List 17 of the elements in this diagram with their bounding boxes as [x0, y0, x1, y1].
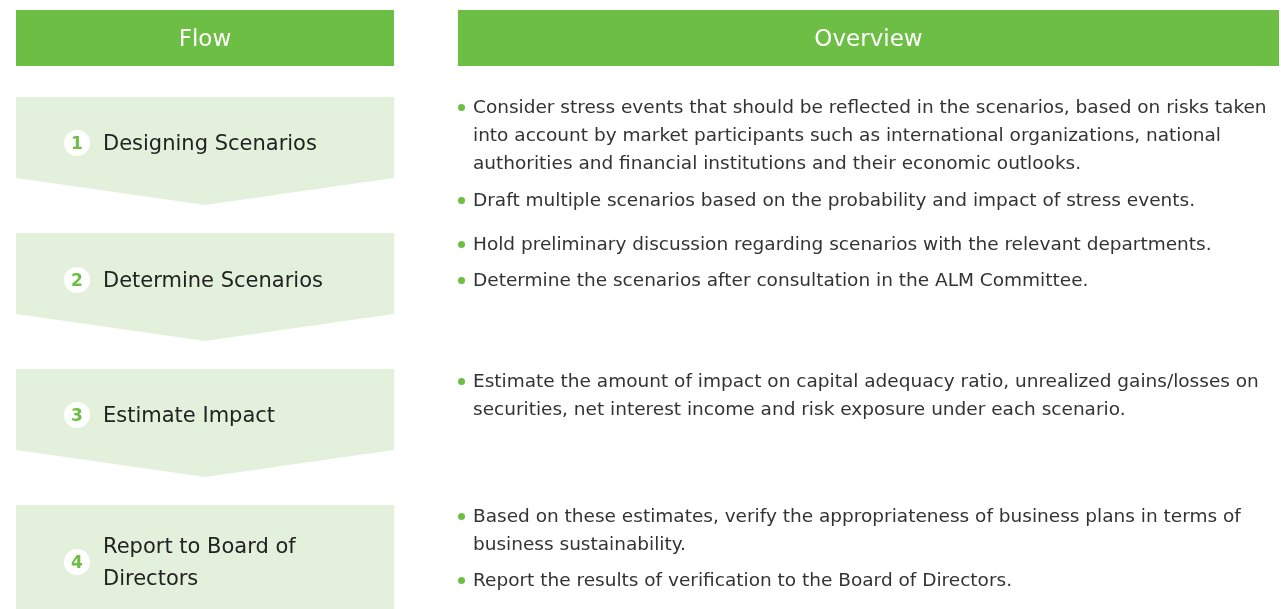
chevron-step	[16, 97, 394, 205]
step-box	[16, 505, 394, 609]
chevron-step	[16, 369, 394, 477]
step-title: Report to Board of Directors	[103, 533, 297, 592]
bullet-text: Consider stress events that should be reflected in the scenarios, based on risks taken into account by market participants such as international organizations, national authorities and financial institutions and their economic outlooks.	[473, 96, 1267, 173]
bullet-text: Hold preliminary discussion regarding scenarios with the relevant departments.	[473, 233, 1212, 254]
bullet-text: Determine the scenarios after consultation in the ALM Committee.	[473, 269, 1089, 290]
bullet-text: Based on these estimates, verify the appropriateness of business plans in terms of business sustainability.	[473, 505, 1241, 554]
step-title: Estimate Impact	[103, 402, 277, 429]
bullet-text: Estimate the amount of impact on capital adequacy ratio, unrealized gains/losses on securities, net interest income and risk exposure under each scenario.	[473, 370, 1259, 419]
column-header: Overview	[458, 10, 1279, 66]
chevron-step	[16, 233, 394, 341]
bullet-text: Report the results of verification to the Board of Directors.	[473, 569, 1013, 590]
step-title: Designing Scenarios	[103, 130, 318, 157]
column-header: Flow	[16, 10, 394, 66]
step-title: Determine Scenarios	[103, 267, 324, 294]
bullet-text: Draft multiple scenarios based on the probability and impact of stress events.	[473, 189, 1196, 210]
